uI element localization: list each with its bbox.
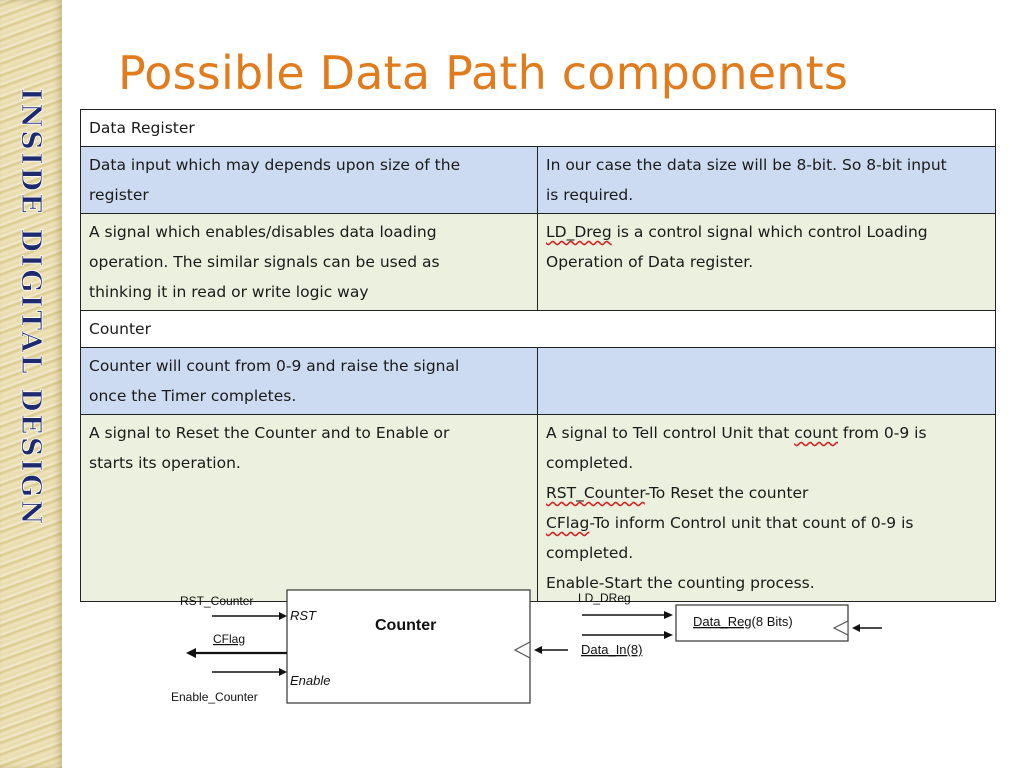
cell-line: is required. xyxy=(546,186,634,204)
table-section-header: Counter xyxy=(80,310,996,348)
table-row: Data input which may depends upon size o… xyxy=(80,146,996,214)
cell-line: completed. xyxy=(546,454,634,472)
cell-line: Counter will count from 0-9 and raise th… xyxy=(89,357,460,375)
counter-clock-symbol xyxy=(513,641,531,659)
side-watermark-label: INSIDE DIGITAL DESIGN xyxy=(15,88,46,527)
label-rst-counter: RST_Counter xyxy=(180,594,253,608)
label-ld-dreg: LD_DReg xyxy=(578,591,631,605)
cell-line: -To inform Control unit that count of 0-… xyxy=(589,514,914,532)
table-row: A signal to Reset the Counter and to Ena… xyxy=(80,414,996,602)
signal-name-rst-counter: RST_Counter xyxy=(546,484,645,502)
cell-line: -To Reset the counter xyxy=(644,484,809,502)
cell-word-count: count xyxy=(794,424,838,442)
cflag-arrowhead xyxy=(186,648,196,658)
cell-line: completed. xyxy=(546,544,634,562)
rst-arrowhead xyxy=(279,612,287,620)
side-watermark-text: INSIDE DIGITAL DESIGN xyxy=(14,88,50,668)
components-table: Data Register Data input which may depen… xyxy=(80,109,996,602)
signal-name-cflag: CFlag xyxy=(546,514,590,532)
data-reg-clock-symbol xyxy=(832,620,849,636)
cell-line: from 0-9 is xyxy=(837,424,927,442)
label-cflag: CFlag xyxy=(213,632,245,646)
table-cell: Data input which may depends upon size o… xyxy=(80,146,538,214)
data-reg-block xyxy=(675,604,849,642)
cell-line: In our case the data size will be 8-bit.… xyxy=(546,156,947,174)
data-reg-name: Data_Reg xyxy=(693,614,752,629)
label-data-in: Data_In(8) xyxy=(581,642,642,657)
enable-arrowhead xyxy=(279,668,287,676)
cell-line: once the Timer completes. xyxy=(89,387,297,405)
table-section-header: Data Register xyxy=(80,109,996,147)
counter-port-rst: RST xyxy=(290,608,317,623)
table-cell-empty xyxy=(537,347,996,415)
block-diagram-svg: Counter RST Enable RST_Counter CFlag Ena… xyxy=(171,589,882,704)
table-row: A signal which enables/disables data loa… xyxy=(80,213,996,311)
table-cell: Counter will count from 0-9 and raise th… xyxy=(80,347,538,415)
cell-line: A signal to Reset the Counter and to Ena… xyxy=(89,424,450,442)
cell-line: operation. The similar signals can be us… xyxy=(89,253,440,271)
data-reg-clock-arrowhead xyxy=(852,624,860,632)
counter-block-title: Counter xyxy=(375,617,436,634)
table-cell: A signal which enables/disables data loa… xyxy=(80,213,538,311)
cell-line: Enable-Start the counting process. xyxy=(546,574,815,592)
cell-line: Data input which may depends upon size o… xyxy=(89,156,461,174)
table-cell: A signal to Reset the Counter and to Ena… xyxy=(80,414,538,602)
label-enable-counter: Enable_Counter xyxy=(171,690,258,704)
cell-line: thinking it in read or write logic way xyxy=(89,283,369,301)
cell-line: register xyxy=(89,186,149,204)
table-cell: A signal to Tell control Unit that count… xyxy=(537,414,996,602)
slide-title: Possible Data Path components xyxy=(118,46,848,100)
data-reg-size: (8 Bits) xyxy=(752,614,793,629)
cell-line: A signal which enables/disables data loa… xyxy=(89,223,437,241)
block-diagram: Counter RST Enable RST_Counter CFlag Ena… xyxy=(150,585,890,710)
cell-line: A signal to Tell control Unit that xyxy=(546,424,795,442)
cell-line: Operation of Data register. xyxy=(546,253,754,271)
cell-line: is a control signal which control Loadin… xyxy=(611,223,928,241)
side-watermark-svg: INSIDE DIGITAL DESIGN xyxy=(15,88,47,527)
side-band xyxy=(0,0,62,768)
signal-name-ld-dreg: LD_Dreg xyxy=(546,223,612,241)
section-header-counter: Counter xyxy=(80,310,996,348)
cell-line: starts its operation. xyxy=(89,454,241,472)
table-cell: In our case the data size will be 8-bit.… xyxy=(537,146,996,214)
section-header-data-register: Data Register xyxy=(80,109,996,147)
data-in-arrowhead xyxy=(664,631,673,639)
counter-clock-arrowhead xyxy=(534,646,542,654)
table-cell: LD_Dreg is a control signal which contro… xyxy=(537,213,996,311)
ld-dreg-arrowhead xyxy=(664,611,673,619)
table-row: Counter will count from 0-9 and raise th… xyxy=(80,347,996,415)
counter-port-enable: Enable xyxy=(290,673,330,688)
counter-block xyxy=(286,589,531,704)
data-reg-title: Data_Reg(8 Bits) xyxy=(693,614,793,629)
